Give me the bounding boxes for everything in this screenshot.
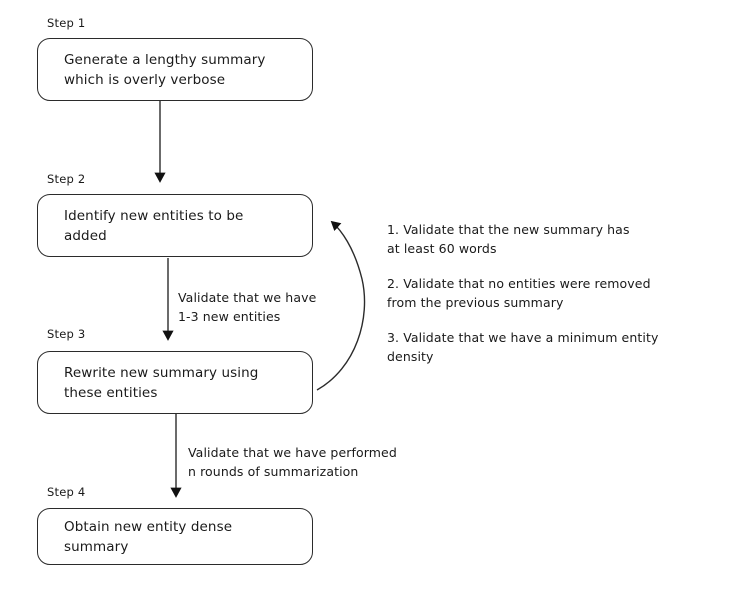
- node-step-1[interactable]: Generate a lengthy summary which is over…: [37, 38, 313, 101]
- edge-step3-to-step2-feedback: [316, 220, 366, 391]
- step-label-2: Step 2: [47, 172, 86, 186]
- step-label-1: Step 1: [47, 16, 86, 30]
- node-step-2[interactable]: Identify new entities to be added: [37, 194, 313, 257]
- node-step-4-text: Obtain new entity dense summary: [64, 518, 233, 555]
- edge-label-validate-rounds: Validate that we have performed n rounds…: [188, 445, 397, 479]
- checklist-item-1: 1. Validate that the new summary has at …: [387, 222, 630, 256]
- step-label-4: Step 4: [47, 485, 86, 499]
- node-step-2-text: Identify new entities to be added: [64, 207, 244, 244]
- node-step-3[interactable]: Rewrite new summary using these entities: [37, 351, 313, 414]
- node-step-3-text: Rewrite new summary using these entities: [64, 364, 259, 401]
- node-step-4[interactable]: Obtain new entity dense summary: [37, 508, 313, 565]
- step-label-3: Step 3: [47, 327, 86, 341]
- edge-label-validate-entities: Validate that we have 1-3 new entities: [178, 290, 317, 324]
- validation-checklist: 1. Validate that the new summary has at …: [387, 220, 707, 382]
- checklist-item-3: 3. Validate that we have a minimum entit…: [387, 330, 659, 364]
- node-step-1-text: Generate a lengthy summary which is over…: [64, 51, 266, 88]
- checklist-item-2: 2. Validate that no entities were remove…: [387, 276, 651, 310]
